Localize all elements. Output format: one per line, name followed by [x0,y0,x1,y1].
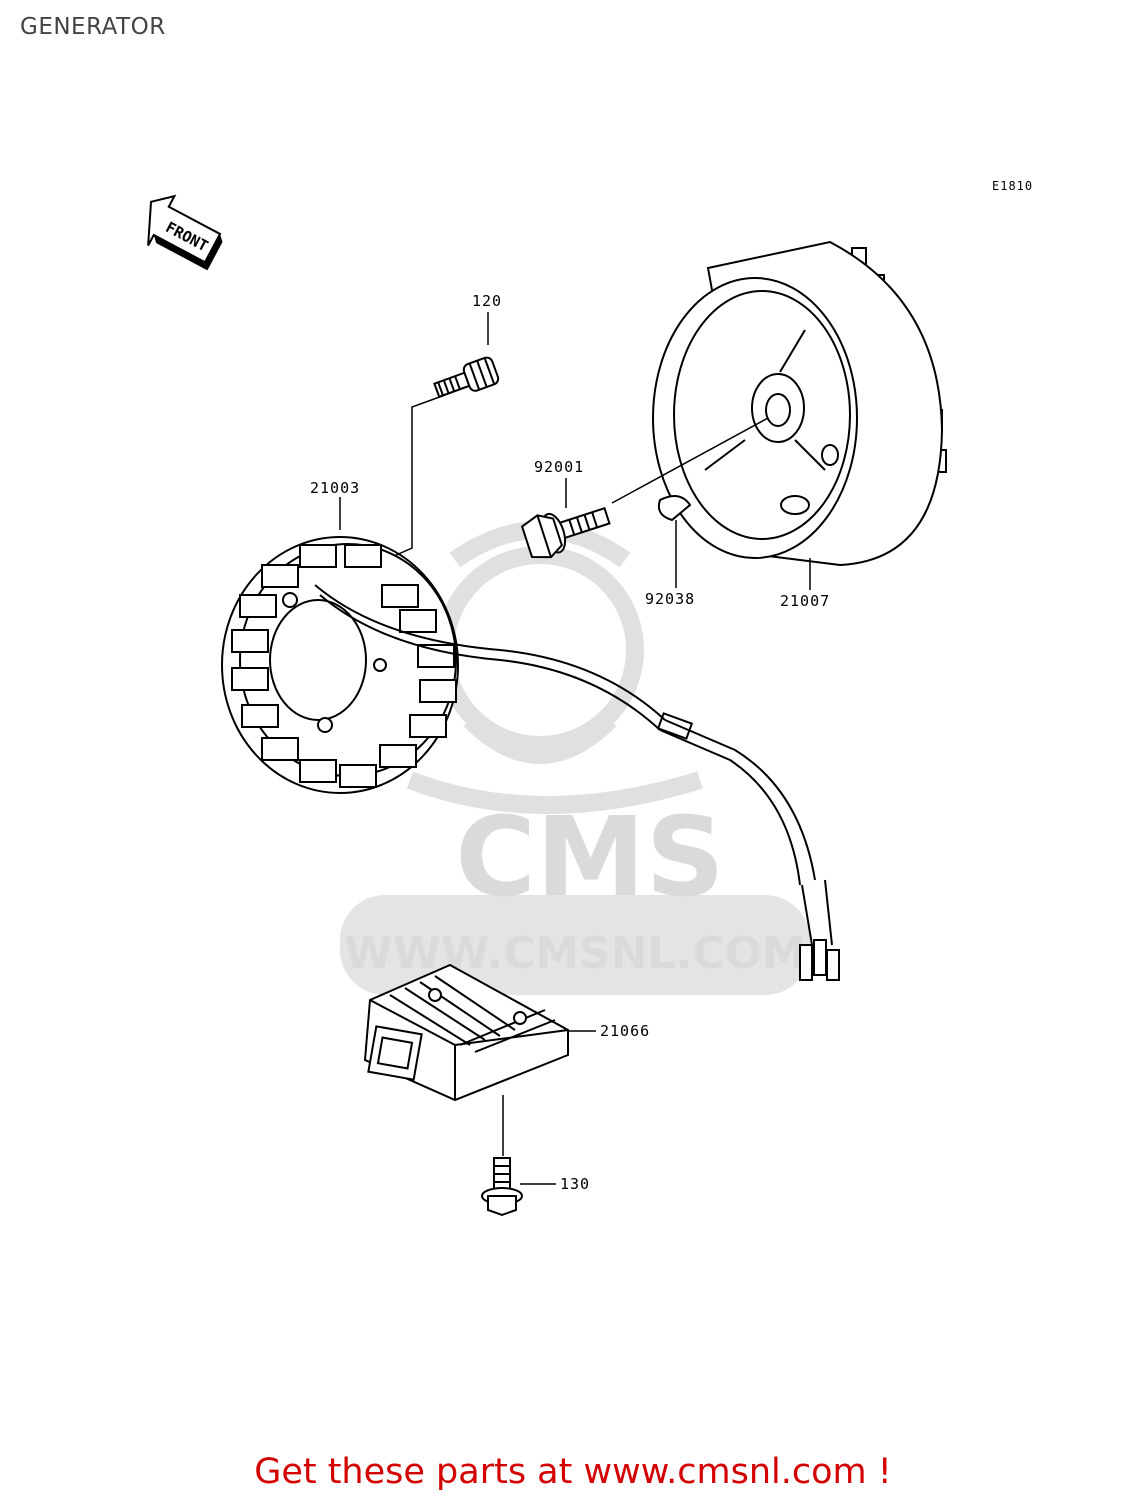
front-arrow-icon: FRONT [147,194,223,271]
part-label-92001: 92001 [534,458,584,476]
flywheel-icon [652,240,947,567]
part-label-21066: 21066 [600,1022,650,1040]
part-label-92038: 92038 [645,590,695,608]
bolt-120-icon [433,356,500,399]
diagram-code: E1810 [992,179,1033,193]
bolt-130-icon [481,1157,523,1217]
stator-icon [221,536,459,794]
footer-promo-text: Get these parts at www.cmsnl.com ! [254,1452,892,1492]
stator-cable [314,584,840,981]
parts-diagram: CMS WWW.CMSNL.COM E1810 FRONT [147,179,1033,1217]
part-label-21003: 21003 [310,479,360,497]
woodruff-key-icon [657,495,692,522]
page-title: GENERATOR [20,14,166,40]
leader-lines [339,312,811,1185]
watermark-url: WWW.CMSNL.COM [344,928,806,979]
part-label-21007: 21007 [780,592,830,610]
flywheel-bolt-icon [520,506,611,559]
regulator-icon [363,963,569,1102]
watermark-brand: CMS [455,793,724,921]
part-label-130: 130 [560,1175,590,1193]
part-label-120: 120 [472,292,502,310]
